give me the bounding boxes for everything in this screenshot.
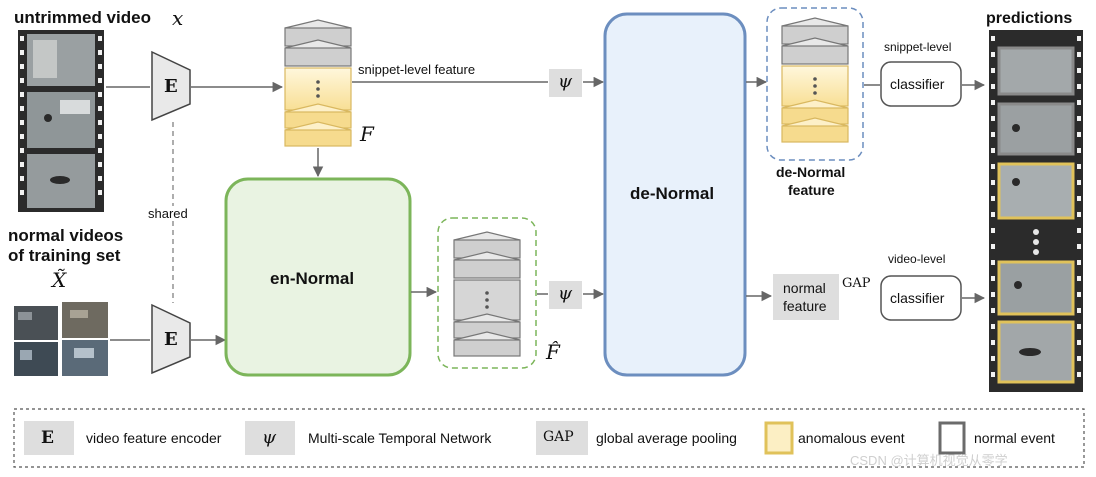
film-sprocket-holes (20, 36, 102, 195)
prediction-frame-normal-2 (997, 102, 1075, 156)
encoder-bottom-symbol: E (164, 329, 178, 350)
legend-psi-box (245, 421, 295, 455)
snippet-level-label: snippet-level (884, 40, 952, 54)
video-level-label: video-level (888, 252, 946, 266)
de-normal-feature-label-line1: de-Normal (776, 164, 846, 180)
legend-anomalous-swatch (764, 421, 794, 455)
csdn-watermark: CSDN @计算机视觉从零学 (850, 453, 1008, 468)
feature-stack-de-normal (781, 17, 849, 143)
encoder-top-symbol: E (164, 76, 178, 97)
f-hat-dashed-box (437, 217, 537, 369)
de-normal-feature-dashed-box (766, 7, 864, 161)
normal-videos-label-line1: normal videos (8, 226, 124, 245)
x-tilde-symbol: X̃ (52, 268, 67, 292)
video-classifier-box (880, 275, 962, 321)
en-normal-label: en-Normal (270, 269, 355, 288)
snippet-level-feature-label: snippet-level feature (358, 62, 476, 77)
normal-feature-label-line2: feature (783, 298, 827, 314)
encoder-top-shape (151, 50, 191, 122)
legend-box (13, 408, 1085, 468)
legend-psi-symbol: ψ (262, 427, 277, 448)
normal-feature-box (773, 274, 839, 320)
psi-bottom-symbol: ψ (558, 283, 573, 304)
normal-videos-label-line2: of training set (8, 246, 121, 265)
prediction-frame-normal-1 (997, 46, 1075, 96)
untrimmed-video-label: untrimmed video (14, 8, 151, 27)
en-normal-block (224, 177, 412, 377)
predictions-filmstrip (989, 30, 1083, 392)
f-symbol: F (360, 122, 374, 146)
gap-label: GAP (842, 276, 871, 291)
normal-feature-label-line1: normal (783, 280, 826, 296)
encoder-bottom-shape (151, 303, 191, 375)
shared-label: shared (146, 206, 190, 221)
legend-encoder-symbol: E (41, 428, 54, 448)
legend-gap-box (536, 421, 588, 455)
x-symbol: x (172, 6, 184, 30)
normal-training-video-thumbnails (14, 302, 108, 376)
de-normal-feature-label-line2: feature (788, 182, 835, 198)
legend-gap-text: global average pooling (596, 430, 737, 446)
legend-psi-text: Multi-scale Temporal Network (308, 430, 492, 446)
feature-stack-f-ellipsis (316, 80, 320, 98)
snippet-classifier-box (880, 61, 962, 107)
psi-box-top (549, 69, 582, 97)
f-hat-symbol: F̂ (546, 340, 560, 364)
legend-anomalous-text: anomalous event (798, 430, 905, 446)
de-normal-label: de-Normal (630, 184, 715, 203)
untrimmed-video-filmstrip (18, 30, 104, 212)
prediction-ellipsis (1033, 229, 1039, 255)
snippet-classifier-label: classifier (890, 76, 945, 92)
psi-box-bottom (549, 281, 582, 309)
feature-stack-f-hat (453, 231, 521, 357)
legend-gap-symbol: GAP (543, 429, 574, 445)
prediction-frame-anomalous-2 (997, 260, 1075, 316)
legend-encoder-text: video feature encoder (86, 430, 222, 446)
legend-encoder-box (24, 421, 74, 455)
de-normal-block (603, 12, 747, 377)
legend-normal-text: normal event (974, 430, 1055, 446)
legend-normal-swatch (938, 421, 966, 455)
psi-top-symbol: ψ (558, 71, 573, 92)
prediction-frame-anomalous-1 (997, 162, 1075, 220)
video-classifier-label: classifier (890, 290, 945, 306)
predictions-label: predictions (986, 10, 1073, 27)
feature-stack-f-hat-ellipsis (485, 291, 489, 309)
feature-stack-de-normal-ellipsis (813, 77, 817, 95)
feature-stack-f (284, 19, 352, 147)
